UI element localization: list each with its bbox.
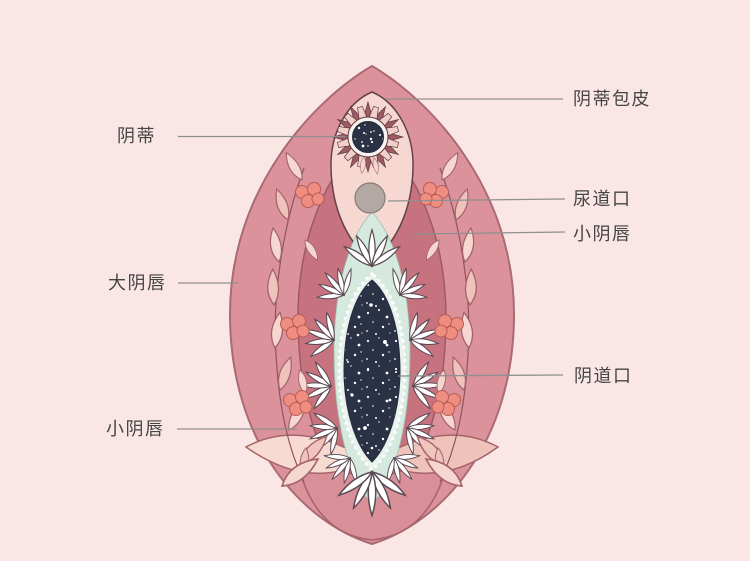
label-labia-minora-left: 小阴唇	[106, 419, 165, 439]
stars	[346, 303, 397, 450]
label-clitoris: 阴蒂	[117, 126, 156, 146]
label-vaginal-opening: 阴道口	[574, 366, 633, 386]
illustration-group	[228, 64, 516, 546]
clitoris-flower	[331, 100, 405, 174]
vaginal-opening-shape	[343, 279, 401, 463]
label-clitoral-hood: 阴蒂包皮	[573, 89, 651, 109]
label-labia-minora-right: 小阴唇	[573, 224, 632, 244]
urethral-opening-circle	[354, 182, 386, 214]
label-labia-majora: 大阴唇	[108, 273, 167, 293]
leader-urethral-opening	[387, 198, 566, 202]
label-urethral-opening: 尿道口	[573, 189, 632, 209]
leader-labia-minora-right	[412, 231, 566, 235]
leader-lines	[177, 98, 566, 430]
leader-vaginal-opening	[397, 374, 564, 377]
